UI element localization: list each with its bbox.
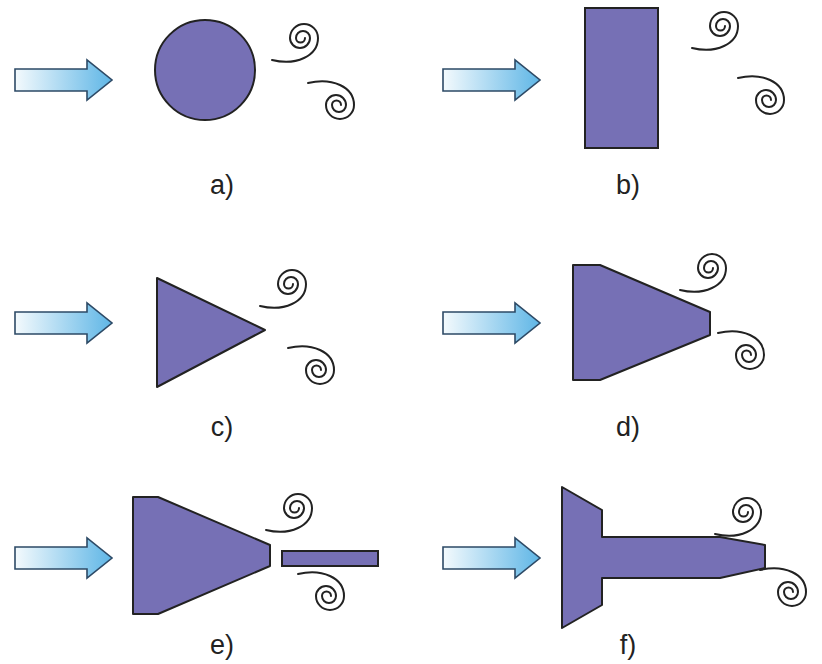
panel-label: d) (616, 413, 640, 443)
panel-label: a) (210, 171, 234, 201)
panel-c (15, 270, 334, 387)
panel-b (443, 8, 784, 148)
panel-f (443, 487, 806, 628)
panel-label: b) (616, 171, 640, 201)
panel-label: f) (620, 631, 637, 661)
panel-label: c) (211, 413, 234, 443)
panel-e (15, 494, 378, 614)
panel-d (443, 254, 764, 380)
panel-label: e) (210, 631, 234, 661)
panel-a (15, 20, 354, 120)
